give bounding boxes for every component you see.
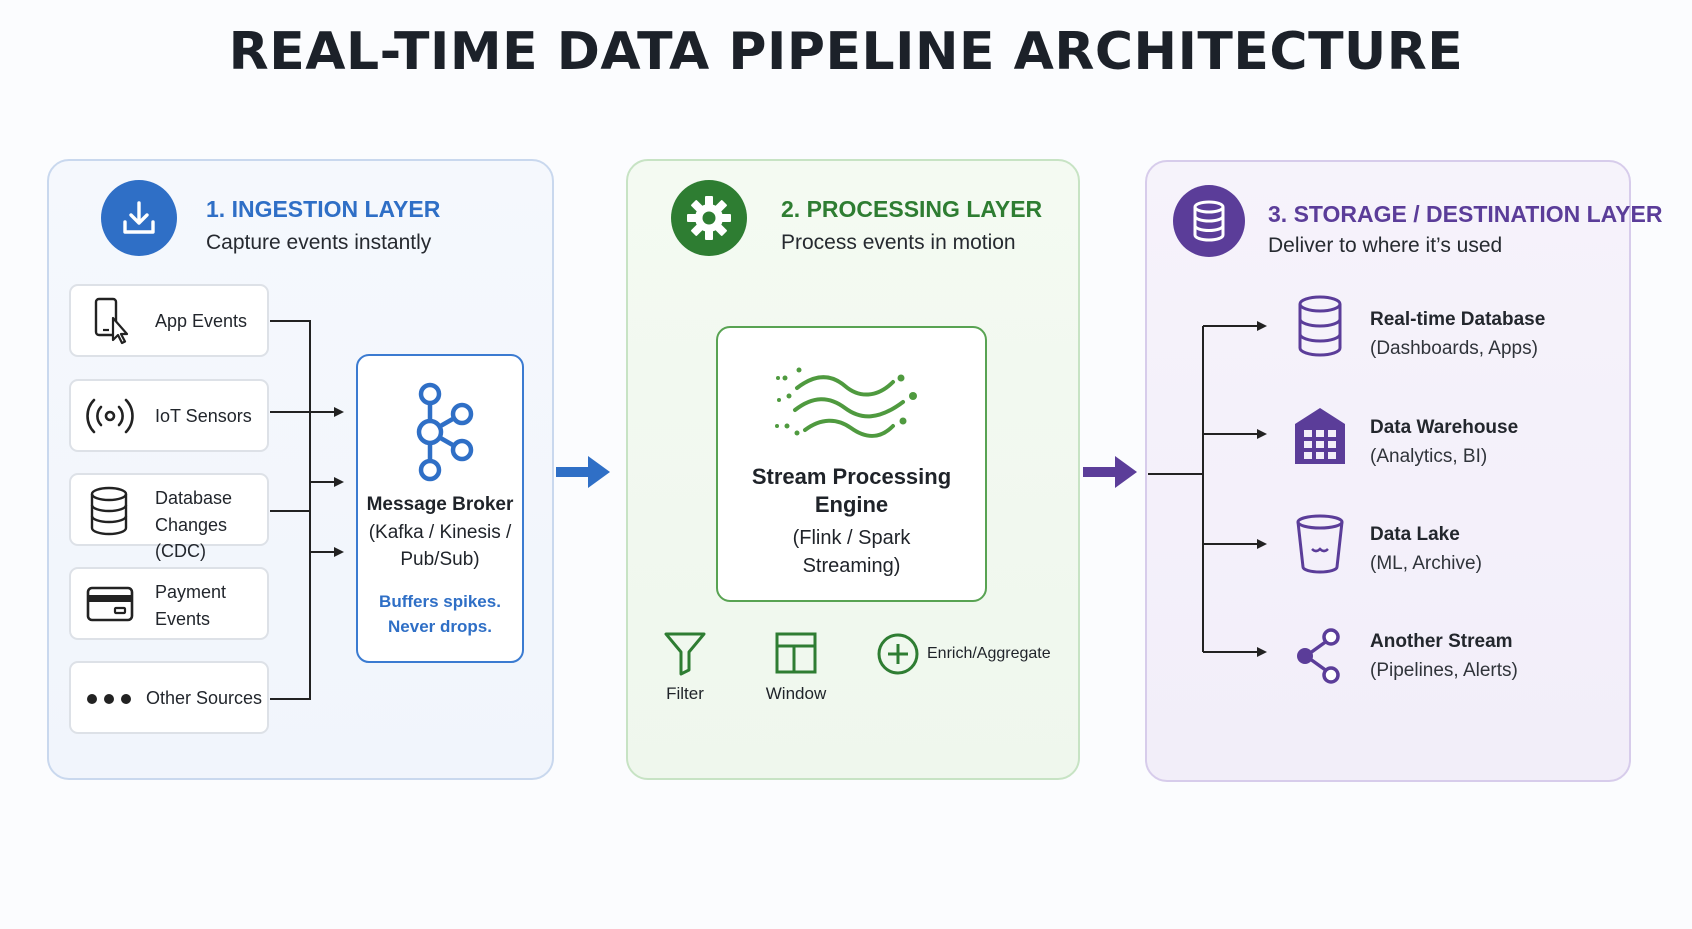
destination-data-lake-sub: (ML, Archive) (1370, 553, 1482, 574)
processing-layer-subtitle: Process events in motion (781, 231, 1016, 254)
source-label-line2: Events (155, 609, 211, 629)
destination-data-lake-title: Data Lake (1370, 524, 1460, 545)
source-other-sources: Other Sources (69, 661, 269, 734)
op-window-label: Window (765, 684, 827, 703)
stream-waves-icon (775, 367, 917, 438)
source-label-line1: Payment (155, 582, 227, 602)
destination-realtime-db-title: Real-time Database (1370, 309, 1546, 330)
engine-detail-line2: Streaming) (802, 555, 901, 577)
source-label-line1: Database (155, 488, 233, 508)
destination-warehouse-title: Data Warehouse (1370, 417, 1519, 438)
bucket-icon (1296, 514, 1344, 574)
destination-another-stream-sub: (Pipelines, Alerts) (1370, 660, 1518, 681)
database-icon (1298, 295, 1342, 357)
processing-to-storage-arrow (1083, 456, 1137, 488)
message-broker-box: Message Broker (Kafka / Kinesis / Pub/Su… (356, 354, 524, 663)
filter-icon (664, 632, 706, 676)
engine-detail-line1: (Flink / Spark (792, 527, 911, 549)
stream-processing-engine-box: Stream Processing Engine (Flink / Spark … (716, 326, 987, 602)
op-filter-label: Filter (666, 684, 704, 703)
destination-realtime-db-sub: (Dashboards, Apps) (1370, 338, 1538, 359)
source-label-line2: Changes (CDC) (155, 515, 228, 561)
source-database-changes: Database Changes (CDC) (69, 473, 269, 561)
source-label: Other Sources (146, 688, 263, 708)
smartphone-tap-icon (94, 297, 129, 345)
destination-warehouse-sub: (Analytics, BI) (1370, 446, 1488, 467)
broadcast-sensor-icon (86, 398, 134, 434)
window-grid-icon (775, 632, 817, 674)
page-title: REAL-TIME DATA PIPELINE ARCHITECTURE (228, 22, 1464, 82)
storage-layer-title: 3. STORAGE / DESTINATION LAYER (1268, 201, 1663, 227)
kafka-nodes-icon (416, 382, 474, 482)
source-payment-events: Payment Events (69, 567, 269, 640)
warehouse-icon (1295, 408, 1345, 464)
broker-note-line1: Buffers spikes. (379, 592, 501, 611)
more-dots-icon (87, 694, 131, 704)
destination-another-stream-title: Another Stream (1370, 631, 1513, 652)
storage-layer-subtitle: Deliver to where it’s used (1268, 234, 1503, 257)
download-icon (101, 180, 177, 256)
storage-layer-panel (1145, 160, 1631, 782)
ingestion-layer-title: 1. INGESTION LAYER (206, 196, 441, 222)
engine-title-line2: Engine (814, 492, 889, 517)
source-label: App Events (155, 311, 248, 331)
source-iot-sensors: IoT Sensors (69, 379, 269, 452)
plus-circle-icon (877, 633, 919, 675)
ingestion-to-processing-arrow (556, 456, 610, 488)
broker-note-line2: Never drops. (388, 617, 492, 636)
source-label: IoT Sensors (155, 406, 252, 426)
database-icon (90, 486, 128, 536)
processing-layer-title: 2. PROCESSING LAYER (781, 196, 1043, 222)
gear-icon (671, 180, 747, 256)
credit-card-icon (86, 586, 134, 622)
engine-title-line1: Stream Processing (751, 464, 952, 489)
broker-detail-line1: (Kafka / Kinesis / (368, 522, 512, 543)
source-app-events: App Events (69, 284, 269, 357)
ingestion-layer-subtitle: Capture events instantly (206, 231, 432, 254)
share-icon (1297, 628, 1340, 684)
broker-title: Message Broker (366, 494, 514, 515)
database-icon (1173, 185, 1245, 257)
broker-detail-line2: Pub/Sub) (400, 549, 480, 570)
op-enrich-aggregate-label: Enrich/Aggregate (927, 645, 1051, 662)
